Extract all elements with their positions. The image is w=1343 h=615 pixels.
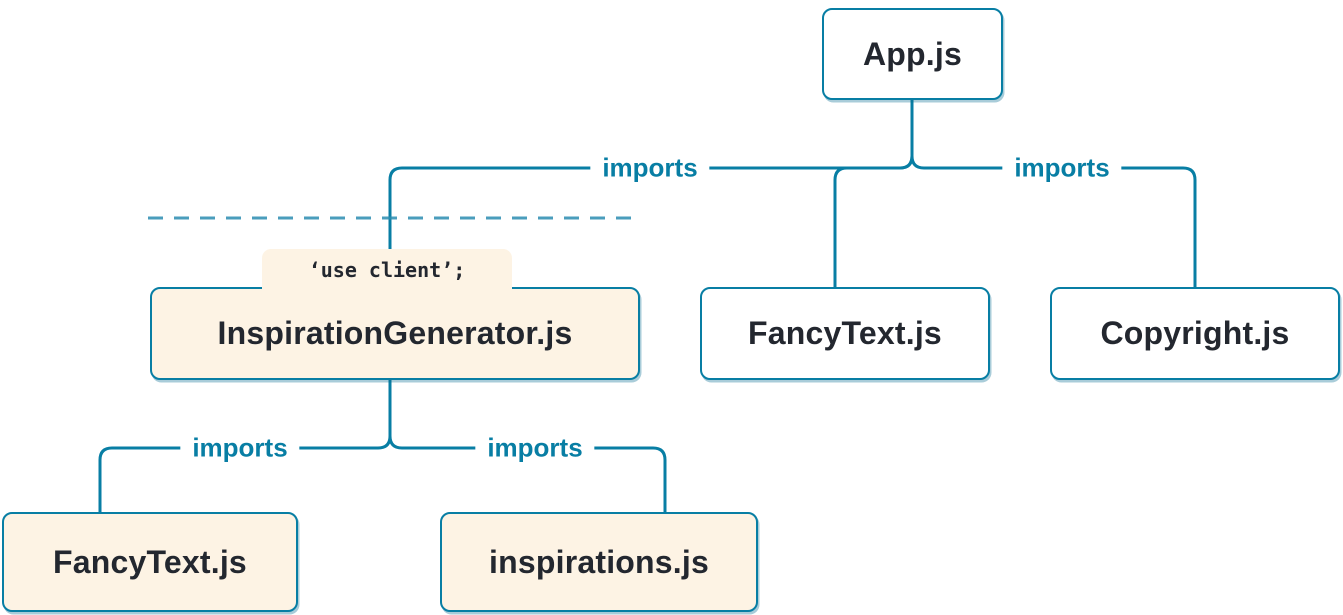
node-inspirations-label: inspirations.js <box>489 543 709 580</box>
node-copyright-label: Copyright.js <box>1100 315 1290 351</box>
use-client-directive-badge: ‘use client’; <box>262 249 512 291</box>
edge-label-imports-fancy-text: imports <box>180 430 300 466</box>
node-inspiration-generator-label: InspirationGenerator.js <box>217 315 573 351</box>
connector-app-to-copyright <box>910 98 1197 289</box>
edge-label-imports-inspirations: imports <box>475 430 595 466</box>
node-fancy-text-top: FancyText.js <box>700 287 990 380</box>
node-inspiration-generator: InspirationGenerator.js <box>150 287 640 380</box>
node-fancy-text-bottom-label: FancyText.js <box>53 543 247 580</box>
edge-label-imports-copyright: imports <box>1002 150 1122 186</box>
node-fancy-text-bottom: FancyText.js <box>2 512 298 612</box>
connector-app-to-fancy-text-top <box>833 98 914 289</box>
node-copyright: Copyright.js <box>1050 287 1340 380</box>
node-app-label: App.js <box>863 35 962 72</box>
edge-label-imports-inspiration-generator: imports <box>590 150 710 186</box>
node-inspirations: inspirations.js <box>440 512 758 612</box>
use-client-directive-text: ‘use client’; <box>308 258 466 282</box>
node-fancy-text-top-label: FancyText.js <box>748 315 942 351</box>
node-app: App.js <box>822 8 1003 100</box>
